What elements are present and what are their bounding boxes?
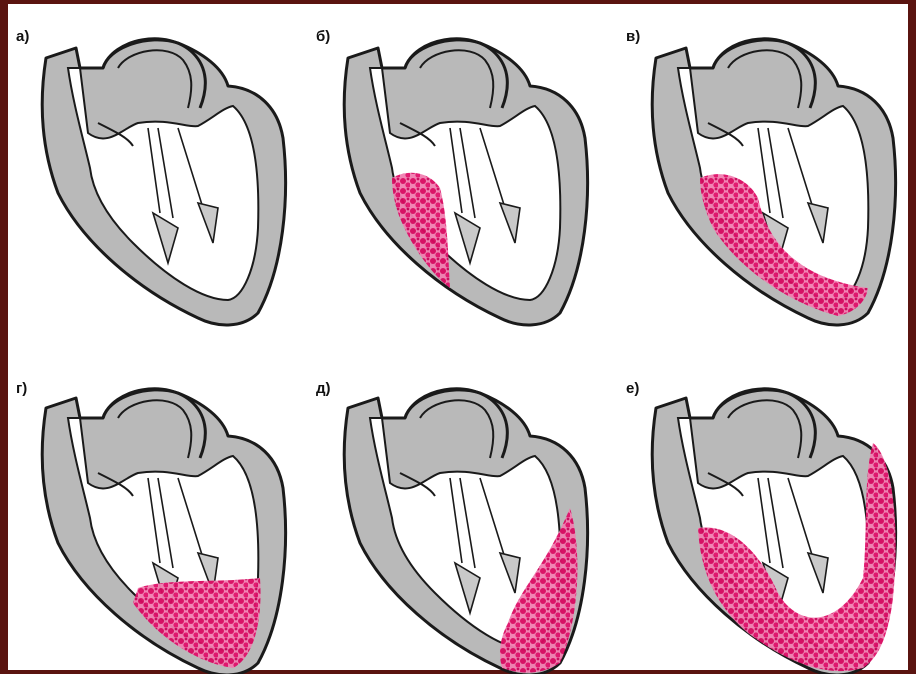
heart-g	[42, 389, 285, 674]
heart-d	[344, 389, 587, 674]
heart-b	[344, 39, 587, 325]
heart-outline-a	[42, 39, 285, 325]
heart-v	[652, 39, 895, 325]
excitation-region-g	[133, 578, 261, 668]
heart-e	[652, 389, 895, 674]
heart-a	[42, 39, 285, 325]
heart-outline-b	[344, 39, 587, 325]
